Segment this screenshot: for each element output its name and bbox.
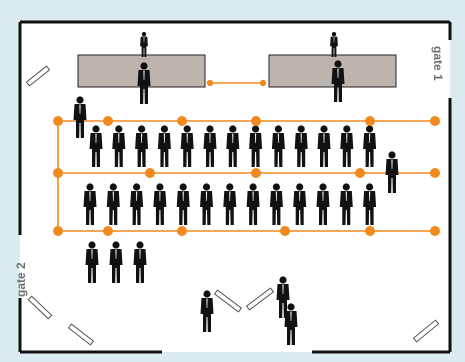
- stanchion-post-icon: [251, 168, 261, 178]
- gate-1-label: gate 1: [431, 46, 445, 81]
- stanchion-post-icon: [206, 79, 214, 87]
- door-leaf-icon: [245, 287, 275, 311]
- stanchion-post-icon: [177, 226, 187, 236]
- stanchion-post-icon: [53, 168, 63, 178]
- stanchion-posts: [53, 79, 440, 236]
- gate-labels: gate 1 gate 2: [14, 46, 445, 297]
- stanchion-post-icon: [430, 116, 440, 126]
- stanchion-post-icon: [145, 168, 155, 178]
- gate-2-label: gate 2: [14, 262, 28, 297]
- stanchion-post-icon: [355, 168, 365, 178]
- stanchion-post-icon: [430, 168, 440, 178]
- stanchion-post-icon: [251, 116, 261, 126]
- stanchion-post-icon: [280, 226, 290, 236]
- door-leaf-icon: [25, 65, 51, 87]
- stanchion-post-icon: [53, 226, 63, 236]
- stanchion-post-icon: [430, 226, 440, 236]
- stanchion-post-icon: [259, 79, 267, 87]
- stanchion-post-icon: [365, 226, 375, 236]
- stanchion-post-icon: [53, 116, 63, 126]
- stanchion-post-icon: [103, 226, 113, 236]
- door-leaf-icon: [27, 295, 53, 320]
- door-leaf-icon: [412, 319, 440, 343]
- hall-walls: [18, 20, 452, 354]
- door-leaf-icon: [213, 289, 243, 313]
- door-leaf-icon: [67, 323, 95, 346]
- stanchion-post-icon: [103, 116, 113, 126]
- door-leaves: [25, 65, 440, 346]
- stanchion-post-icon: [177, 116, 187, 126]
- stanchion-post-icon: [365, 116, 375, 126]
